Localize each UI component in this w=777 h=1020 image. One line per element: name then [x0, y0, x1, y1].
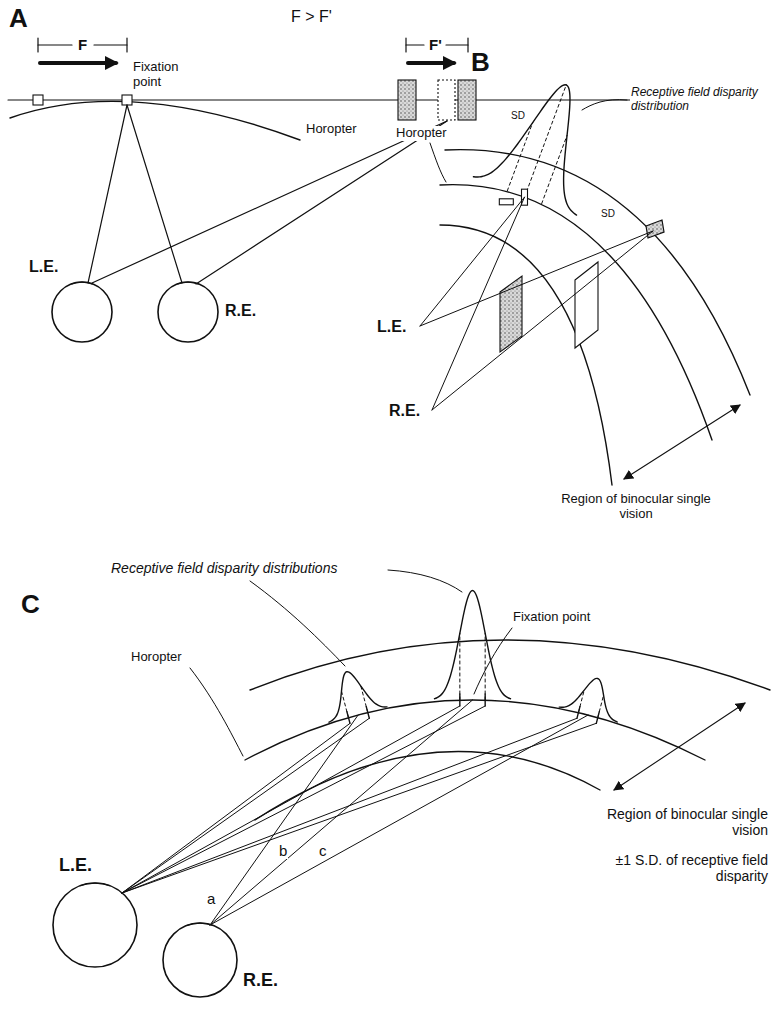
binocular-limit-curve: [445, 150, 750, 395]
line-of-sight: [210, 700, 473, 925]
region-arrow: [624, 405, 740, 479]
leader-line: [474, 628, 512, 694]
relation-label: F > F': [290, 8, 333, 26]
binocular-limit-curve: [250, 640, 770, 690]
disparity-distribution: [559, 678, 617, 722]
sd-line: [459, 633, 460, 700]
disparity-distribution: [473, 85, 576, 215]
region-arrow: [614, 703, 745, 790]
sd-line: [485, 633, 486, 700]
bracket-bar: [406, 44, 424, 45]
left-eye: [52, 282, 112, 342]
receptive-field: [646, 220, 664, 238]
right-eye: [163, 923, 237, 997]
line-of-sight: [210, 715, 588, 925]
reference-line: [8, 99, 660, 100]
line-letter: b: [278, 842, 288, 859]
cornea: [81, 883, 110, 885]
curve-label: Horopter: [395, 126, 448, 141]
receptive-field-plane: [500, 276, 522, 352]
dimension-label: F': [428, 36, 443, 53]
eye-label: L.E.: [376, 318, 407, 336]
leader-line: [582, 100, 627, 110]
horopter-curve: [10, 101, 300, 140]
line-of-sight: [122, 718, 577, 893]
sd-line: [507, 123, 532, 191]
fixation-square: [122, 95, 132, 105]
bracket-bar: [94, 44, 127, 45]
cornea: [187, 923, 212, 925]
line-of-sight: [122, 718, 369, 893]
eye-label: L.E.: [58, 855, 93, 876]
displacement-arrow: [40, 61, 116, 65]
distribution-label: Receptive field disparity distribution: [630, 86, 772, 114]
receptive-field-plane: [575, 262, 598, 348]
distribution-label: Receptive field disparity distributions: [110, 560, 338, 576]
sd-label: SD: [600, 208, 616, 220]
line-of-sight: [432, 231, 653, 410]
leader-line: [388, 570, 462, 592]
line-of-sight: [92, 121, 447, 283]
sd-line: [542, 135, 567, 203]
displacement-arrow: [408, 61, 454, 65]
eye-label: R.E.: [224, 302, 257, 320]
line-of-sight: [122, 706, 460, 893]
line-of-sight: [210, 715, 358, 925]
line-of-sight: [196, 121, 447, 284]
point-label: Fixation point: [132, 60, 196, 90]
left-eye: [53, 883, 137, 967]
line-letter: a: [206, 890, 216, 907]
panel-letter: A: [8, 4, 29, 34]
binocular-limit-curve: [440, 225, 612, 485]
line-of-sight: [88, 105, 127, 283]
sd-line: [361, 686, 368, 712]
horopter-curve: [245, 700, 705, 760]
line-of-sight: [420, 197, 525, 326]
disparity-distribution: [435, 590, 511, 698]
cornea: [178, 282, 199, 284]
right-eye: [158, 282, 218, 342]
line-of-sight: [122, 706, 485, 893]
stimulus-bar: [438, 80, 455, 120]
leader-line: [190, 668, 243, 756]
receptive-field: [499, 199, 513, 205]
cornea: [72, 282, 93, 284]
bracket-bar: [446, 44, 468, 45]
line-of-sight: [432, 197, 525, 410]
line-art: [8, 38, 770, 997]
eye-label: R.E.: [242, 970, 279, 991]
line-of-sight: [420, 231, 653, 326]
leader-line: [250, 581, 345, 666]
line-of-sight: [122, 723, 596, 893]
line-of-sight: [127, 105, 182, 283]
stimulus-square: [33, 95, 43, 105]
eye-label: R.E.: [388, 402, 421, 420]
stimulus-bar: [398, 80, 416, 120]
region-label: Region of binocular single vision: [585, 806, 769, 838]
eye-label: L.E.: [28, 258, 59, 276]
sd-line: [578, 690, 584, 712]
mean-line: [525, 85, 567, 197]
region-label: Region of binocular single vision: [560, 492, 712, 522]
binocular-limit-curve: [255, 751, 600, 820]
panel-letter: C: [20, 590, 41, 620]
dimension-label: F: [77, 36, 88, 53]
leader-line: [430, 143, 446, 182]
line-letter: c: [318, 842, 328, 859]
note-label: ±1 S.D. of receptive field disparity: [585, 852, 769, 884]
panel-letter: B: [470, 48, 491, 78]
stimulus-bar: [458, 80, 476, 120]
line-of-sight: [122, 723, 350, 893]
sd-line: [341, 691, 348, 717]
curve-label: Horopter: [130, 650, 183, 665]
bracket-bar: [38, 44, 72, 45]
sd-line: [598, 695, 604, 717]
horopter-curve: [440, 185, 712, 440]
curve-label: Horopter: [305, 122, 358, 137]
sd-label: SD: [510, 110, 526, 122]
point-label: Fixation point: [512, 610, 591, 625]
